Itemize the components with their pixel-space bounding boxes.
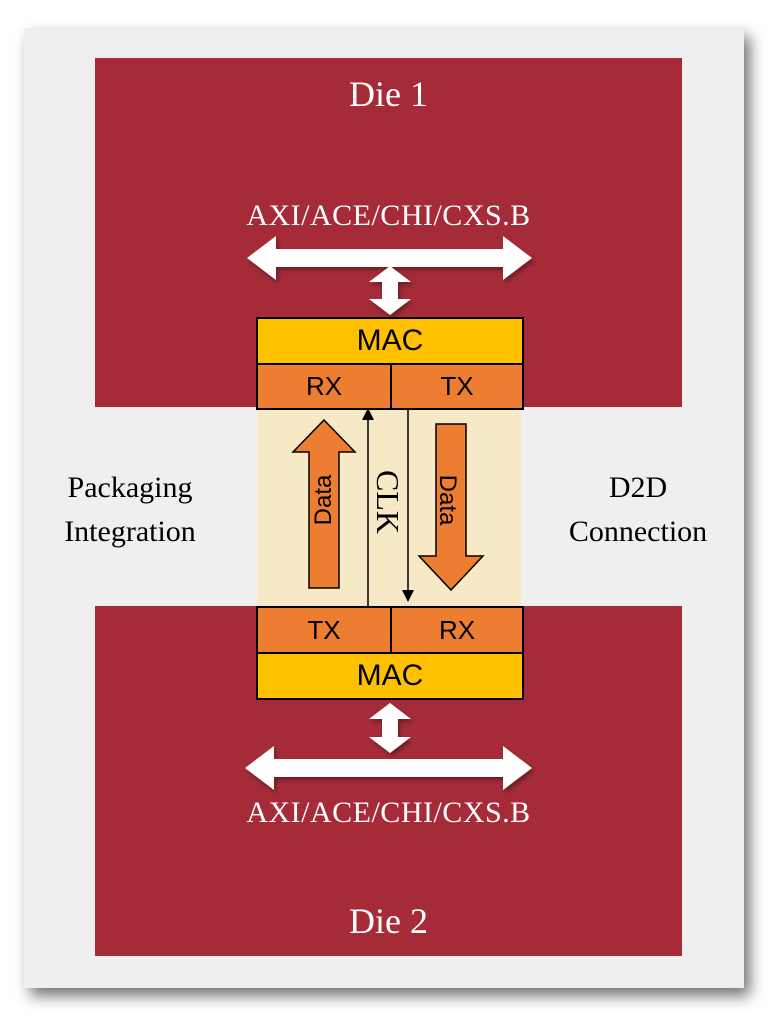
clk-label: CLK — [370, 470, 406, 534]
data-down-label: Data — [434, 474, 461, 526]
die-2-bus-arrow — [245, 746, 532, 790]
die-1-bus-arrow — [247, 236, 532, 280]
data-up-arrow — [291, 418, 357, 589]
die-2-mac-block: MAC — [256, 652, 524, 700]
die-2-bus-label: AXI/ACE/CHI/CXS.B — [246, 796, 531, 829]
die-1-mac-connector-arrow — [369, 266, 411, 315]
die-1-bus-label: AXI/ACE/CHI/CXS.B — [246, 199, 531, 232]
die-1-tx-block: TX — [390, 363, 524, 410]
d2d-channel — [257, 407, 521, 606]
die-2-mac-connector-arrow — [369, 703, 411, 753]
data-up-label: Data — [310, 474, 337, 526]
die-1-rx-block: RX — [256, 363, 392, 410]
d2d-connection-label: D2D Connection — [548, 466, 728, 554]
clk-down-arrowhead — [402, 590, 414, 602]
data-down-arrow — [417, 423, 485, 592]
die-1-title: Die 1 — [349, 74, 428, 114]
clk-up-arrowhead — [362, 408, 374, 420]
packaging-label-line2: Integration — [64, 515, 196, 548]
d2d-label-line2: Connection — [568, 515, 708, 548]
die-2-title: Die 2 — [349, 901, 428, 941]
d2d-label-line1: D2D — [608, 471, 668, 504]
packaging-integration-label: Packaging Integration — [40, 466, 220, 554]
die-2-rx-block: RX — [390, 606, 524, 654]
die-1-mac-block: MAC — [256, 317, 524, 365]
packaging-label-line1: Packaging — [67, 471, 193, 504]
